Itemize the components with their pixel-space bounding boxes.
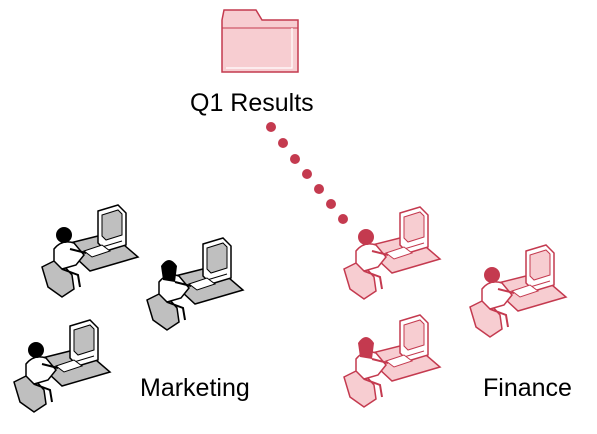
folder-label: Q1 Results [190, 89, 314, 117]
marketing-workstation-1-icon[interactable] [42, 205, 138, 297]
finance-workstation-2-icon[interactable] [470, 245, 566, 337]
connector-dot [266, 122, 276, 132]
marketing-group-label: Marketing [140, 374, 250, 402]
connector-dot [278, 138, 288, 148]
connector-dot [302, 169, 312, 179]
connector-dot [290, 154, 300, 164]
marketing-workstation-3-icon[interactable] [14, 320, 110, 412]
finance-workstation-3-icon[interactable] [344, 315, 440, 407]
finance-group-label: Finance [483, 374, 572, 402]
connector-dot [338, 214, 348, 224]
marketing-workstation-2-icon[interactable] [147, 238, 243, 330]
connector-dot [326, 199, 336, 209]
connector-dot [314, 184, 324, 194]
folder-icon[interactable] [221, 9, 299, 73]
share-connector [266, 122, 348, 224]
finance-workstation-1-icon[interactable] [344, 207, 440, 299]
